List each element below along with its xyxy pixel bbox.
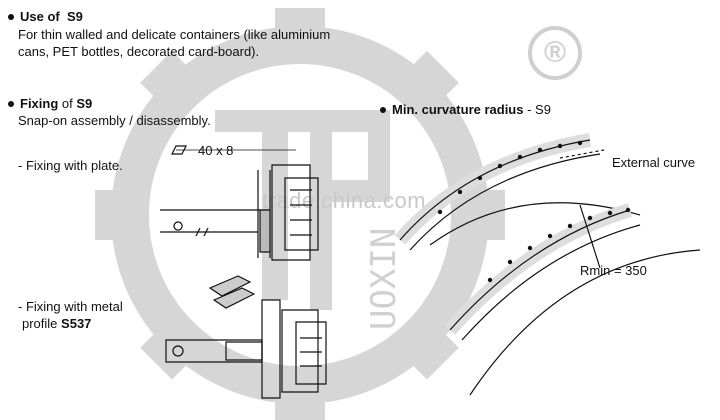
- fixing-heading: Fixing of S9: [8, 95, 92, 112]
- use-heading: Use of S9: [8, 8, 83, 25]
- plate-fixing-drawing: [160, 145, 319, 261]
- use-description-line1: For thin walled and delicate containers …: [18, 27, 331, 42]
- watermark-brand-letters: UOXIN: [364, 228, 404, 330]
- registered-mark: ®: [528, 26, 582, 80]
- bullet-icon: [8, 13, 14, 20]
- fixing-description: Snap-on assembly / disassembly.: [18, 113, 211, 128]
- metal-profile-fixing-drawing: [165, 275, 327, 399]
- chain-links: [437, 140, 631, 283]
- fixing-dimension-label: 40 x 8: [198, 143, 234, 158]
- fixing-metal-label-line2: profile S537: [22, 316, 92, 331]
- fixing-plate-label: - Fixing with plate.: [18, 158, 123, 173]
- watermark-site-text: trade.china.com: [262, 188, 427, 213]
- fixing-metal-label-line1: - Fixing with metal: [18, 299, 123, 314]
- bullet-icon: [8, 100, 14, 107]
- bullet-icon: [380, 106, 386, 113]
- rmin-label: Rmin = 350: [580, 263, 647, 278]
- external-curve-label: External curve: [612, 155, 696, 170]
- curvature-heading: Min. curvature radius - S9: [380, 101, 551, 118]
- use-description-line2: cans, PET bottles, decorated card-board)…: [18, 44, 260, 59]
- curvature-chain-drawing: [394, 133, 701, 396]
